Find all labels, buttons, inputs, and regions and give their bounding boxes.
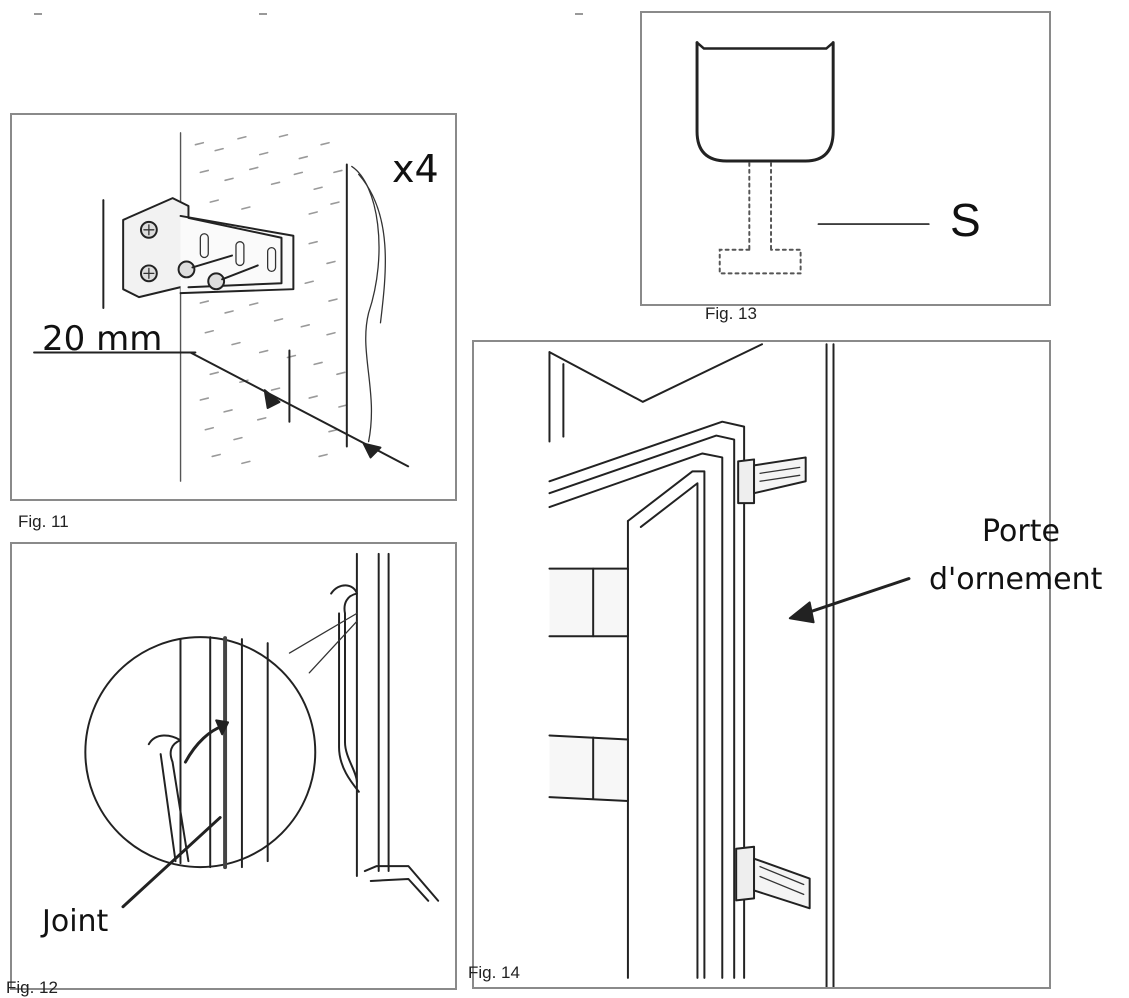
wall-bracket-diagram	[33, 132, 410, 482]
decor-door-diagram	[548, 343, 911, 987]
adjustable-foot-diagram	[695, 41, 930, 275]
figure-12-panel: Joint	[10, 542, 457, 990]
scan-mark	[575, 13, 583, 15]
figure-14-panel: Porte d'ornement	[472, 340, 1102, 989]
hinge-bracket-icon	[735, 845, 811, 910]
figure-11-caption: Fig. 11	[18, 512, 69, 531]
dimension-label: 20 mm	[42, 319, 163, 359]
figure-13-panel: S	[640, 11, 1051, 306]
wall-texture	[194, 134, 348, 465]
quantity-label: x4	[392, 147, 439, 191]
scan-mark	[34, 13, 42, 15]
screw-icon	[139, 220, 259, 291]
seal-part-label: Joint	[42, 904, 109, 939]
figure-13-caption: Fig. 13	[705, 304, 757, 323]
foot-part-label: S	[950, 194, 981, 246]
door-seal-icon	[147, 636, 269, 870]
figure-14-caption: Fig. 14	[468, 963, 520, 982]
decor-door-label-line2: d'ornement	[929, 562, 1103, 597]
decor-door-label-line1: Porte	[982, 514, 1060, 549]
appliance-door-outline	[548, 420, 746, 979]
scan-mark	[259, 13, 267, 15]
hinge-bracket-icon	[122, 197, 295, 299]
figure-12-caption: Fig. 12	[6, 978, 58, 997]
hinge-bracket-icon	[737, 456, 807, 505]
arrow-icon	[788, 577, 911, 624]
figure-11-panel: x4 20 mm	[10, 113, 457, 501]
adjustable-foot-icon	[695, 41, 835, 275]
door-seal-diagram	[84, 552, 440, 909]
